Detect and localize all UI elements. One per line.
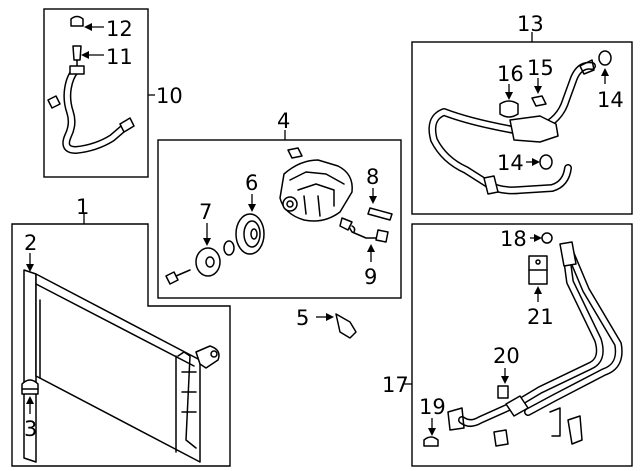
- o-ring-18: [541, 232, 553, 244]
- box-10: [43, 8, 149, 178]
- callout-2: 2: [24, 231, 37, 255]
- callout-4: 4: [277, 109, 290, 133]
- callout-6: 6: [245, 171, 258, 195]
- box-13: [411, 41, 633, 215]
- callout-17: 17: [382, 373, 409, 397]
- callout-1: 1: [76, 195, 89, 219]
- callout-7: 7: [199, 200, 212, 224]
- callout-14-upper: 14: [597, 88, 624, 112]
- group-13-discharge-hose: [411, 32, 633, 215]
- group-4-compressor: [157, 130, 402, 299]
- cap-16: [499, 100, 519, 118]
- group-1-condenser: [11, 213, 231, 467]
- valve-15: [531, 95, 547, 107]
- box-1: [11, 223, 231, 467]
- callout-21: 21: [527, 305, 554, 329]
- receiver-drier-tank: [23, 269, 37, 463]
- box-17: [411, 223, 633, 467]
- plug-3: [21, 379, 39, 395]
- callout-12: 12: [106, 17, 133, 41]
- valve-core-11: [72, 45, 82, 61]
- callout-10: 10: [156, 84, 183, 108]
- callout-labels: 12 11 10 1 2 3 4 6 7 8 9 5 13 16 15 14 1…: [24, 12, 624, 441]
- callout-16: 16: [497, 62, 524, 86]
- cap-19: [423, 436, 439, 447]
- callout-20: 20: [493, 344, 520, 368]
- service-valve-20: [497, 385, 509, 399]
- hose-10: [62, 66, 130, 154]
- bolt-5: [335, 313, 357, 339]
- compressor: [279, 159, 353, 222]
- cap-12: [70, 15, 84, 27]
- o-ring-14-upper: [598, 50, 612, 66]
- box-4: [157, 139, 402, 299]
- callout-13: 13: [517, 12, 544, 36]
- condenser-core: [35, 273, 201, 463]
- callout-19: 19: [419, 395, 446, 419]
- group-10-suction-hose: [43, 8, 155, 178]
- callout-9: 9: [364, 265, 377, 289]
- o-ring-14-lower: [539, 154, 553, 170]
- callout-8: 8: [366, 165, 379, 189]
- callout-14-lower: 14: [497, 151, 524, 175]
- group-17-liquid-line: [404, 223, 633, 467]
- callout-11: 11: [106, 45, 133, 69]
- callout-18: 18: [500, 227, 527, 251]
- clutch-plate-7: [195, 247, 221, 277]
- pressure-switch-8: [367, 207, 393, 221]
- callout-15: 15: [527, 56, 554, 80]
- callout-3: 3: [24, 417, 37, 441]
- group-5-bolt: [316, 313, 357, 339]
- callout-5: 5: [296, 306, 309, 330]
